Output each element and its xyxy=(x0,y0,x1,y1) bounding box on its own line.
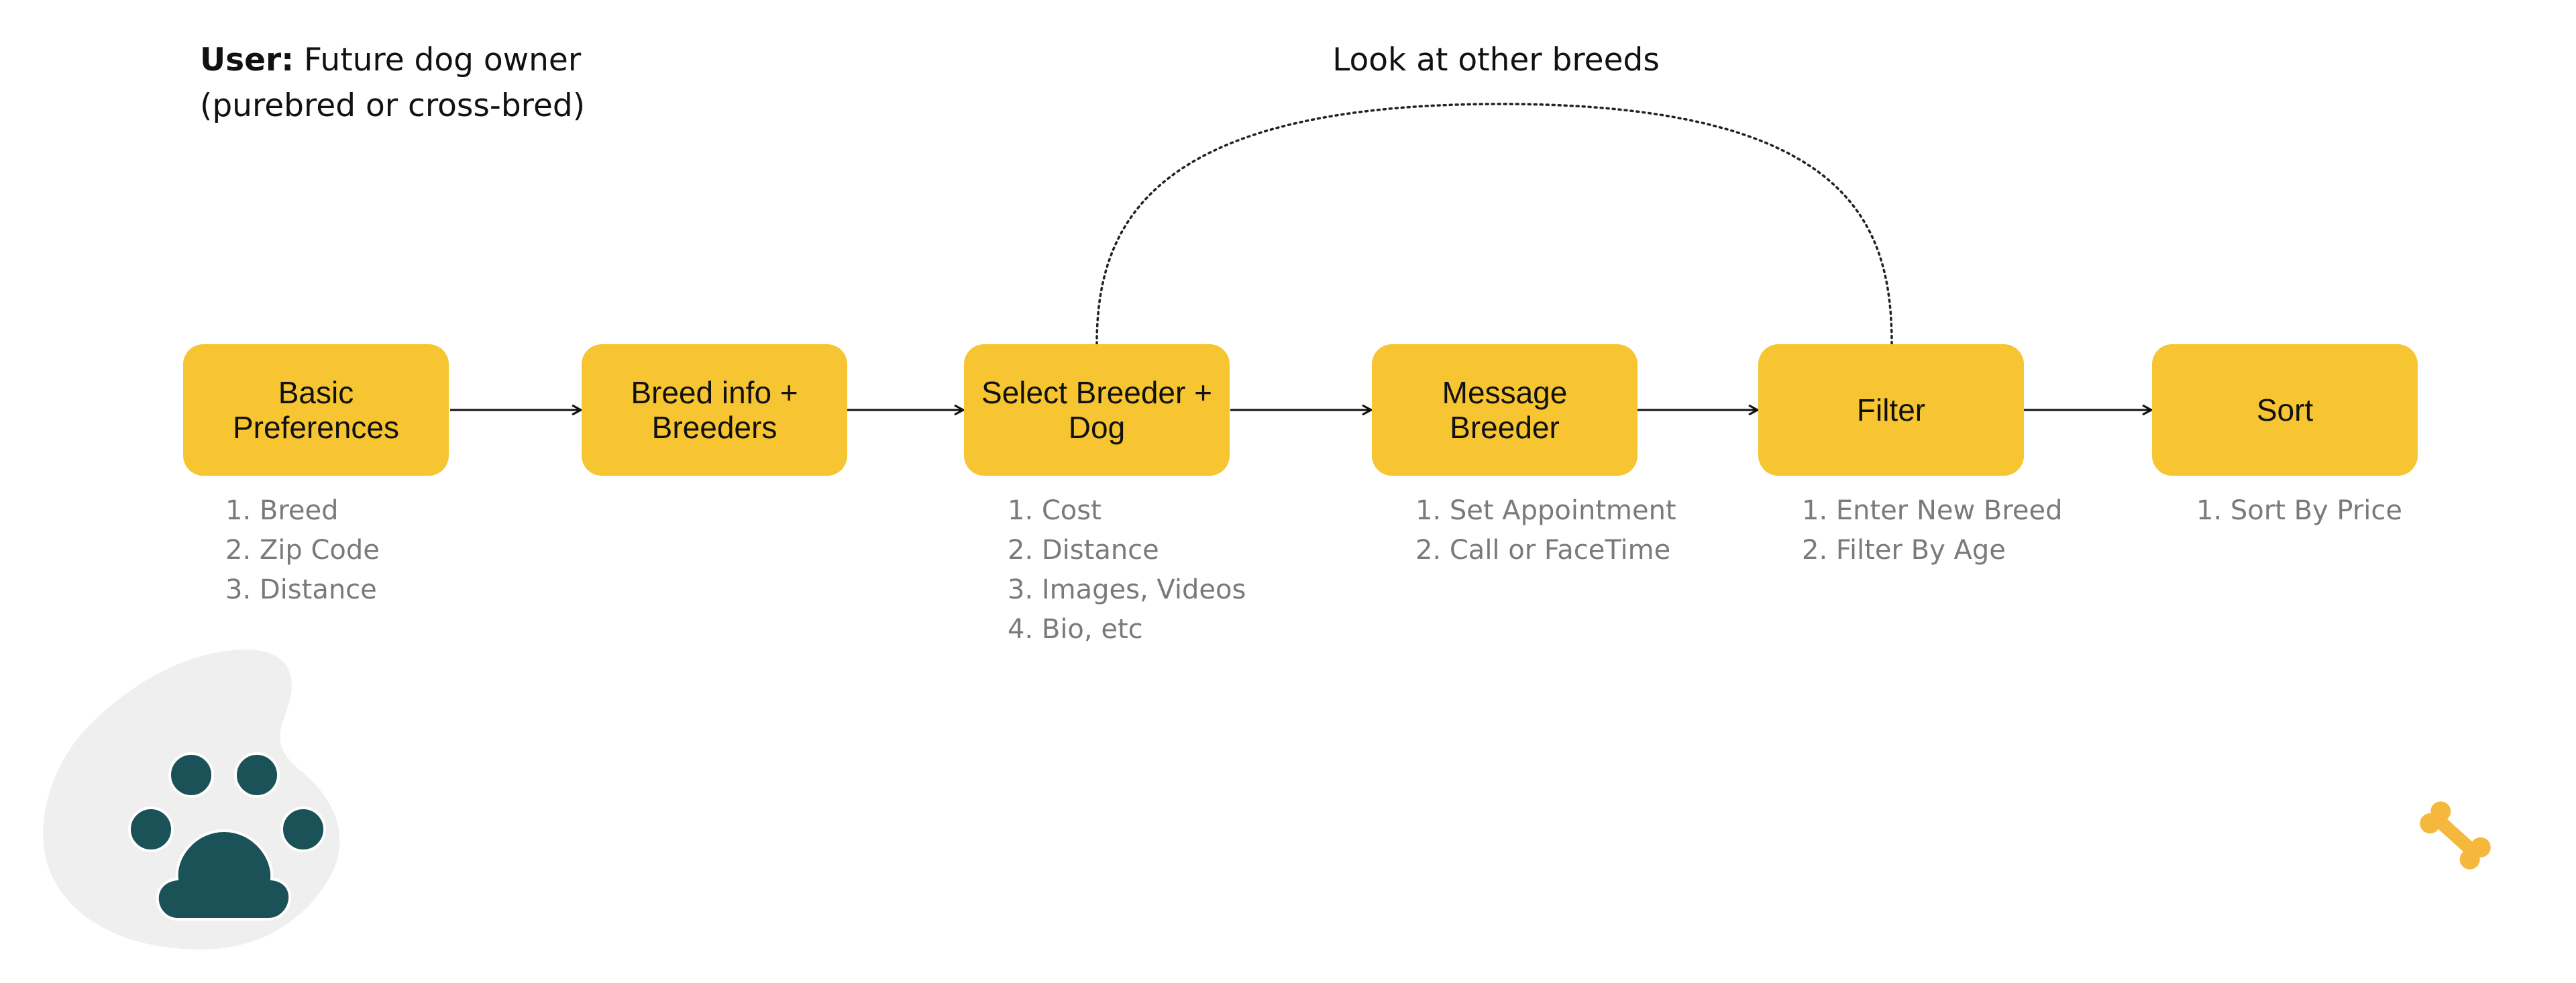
loop-connector xyxy=(1095,103,1893,346)
detail-item: 2. Filter By Age xyxy=(1802,535,2006,566)
step-filter: Filter xyxy=(1758,344,2024,476)
loop-label: Look at other breeds xyxy=(1332,42,1660,79)
step-title: Message Breeder xyxy=(1442,375,1568,445)
detail-item: 1. Breed xyxy=(225,495,339,526)
detail-item: 3. Distance xyxy=(225,574,377,605)
step-title: Sort xyxy=(2256,393,2314,427)
step-title: Filter xyxy=(1856,393,1926,427)
details-filter: 1. Enter New Breed 2. Filter By Age xyxy=(1802,491,2063,570)
details-message-breeder: 1. Set Appointment 2. Call or FaceTime xyxy=(1415,491,1676,570)
details-basic-preferences: 1. Breed 2. Zip Code 3. Distance xyxy=(225,491,380,610)
detail-item: 3. Images, Videos xyxy=(1008,574,1246,605)
detail-item: 2. Zip Code xyxy=(225,535,380,566)
step-basic-preferences: Basic Preferences xyxy=(183,344,449,476)
user-label-text: Future dog owner xyxy=(294,42,582,79)
bone-icon xyxy=(2420,801,2491,870)
detail-item: 1. Sort By Price xyxy=(2196,495,2402,526)
step-sort: Sort xyxy=(2152,344,2418,476)
user-label-bold: User: xyxy=(200,42,294,79)
step-title: Breed info + Breeders xyxy=(631,375,798,445)
step-select-breeder-dog: Select Breeder + Dog xyxy=(964,344,1230,476)
detail-item: 2. Call or FaceTime xyxy=(1415,535,1671,566)
user-label-line2: (purebred or cross-bred) xyxy=(200,87,586,124)
step-breed-info-breeders: Breed info + Breeders xyxy=(582,344,847,476)
user-description: User: Future dog owner (purebred or cros… xyxy=(200,38,585,129)
details-select-breeder-dog: 1. Cost 2. Distance 3. Images, Videos 4.… xyxy=(1008,491,1246,650)
detail-item: 1. Enter New Breed xyxy=(1802,495,2063,526)
detail-item: 1. Cost xyxy=(1008,495,1102,526)
paw-icon xyxy=(128,752,326,921)
detail-item: 2. Distance xyxy=(1008,535,1159,566)
step-title: Basic Preferences xyxy=(232,375,399,445)
paw-decoration xyxy=(43,650,340,949)
step-message-breeder: Message Breeder xyxy=(1372,344,1638,476)
detail-item: 4. Bio, etc xyxy=(1008,614,1143,645)
details-sort: 1. Sort By Price xyxy=(2196,491,2402,531)
step-title: Select Breeder + Dog xyxy=(981,375,1212,445)
detail-item: 1. Set Appointment xyxy=(1415,495,1676,526)
